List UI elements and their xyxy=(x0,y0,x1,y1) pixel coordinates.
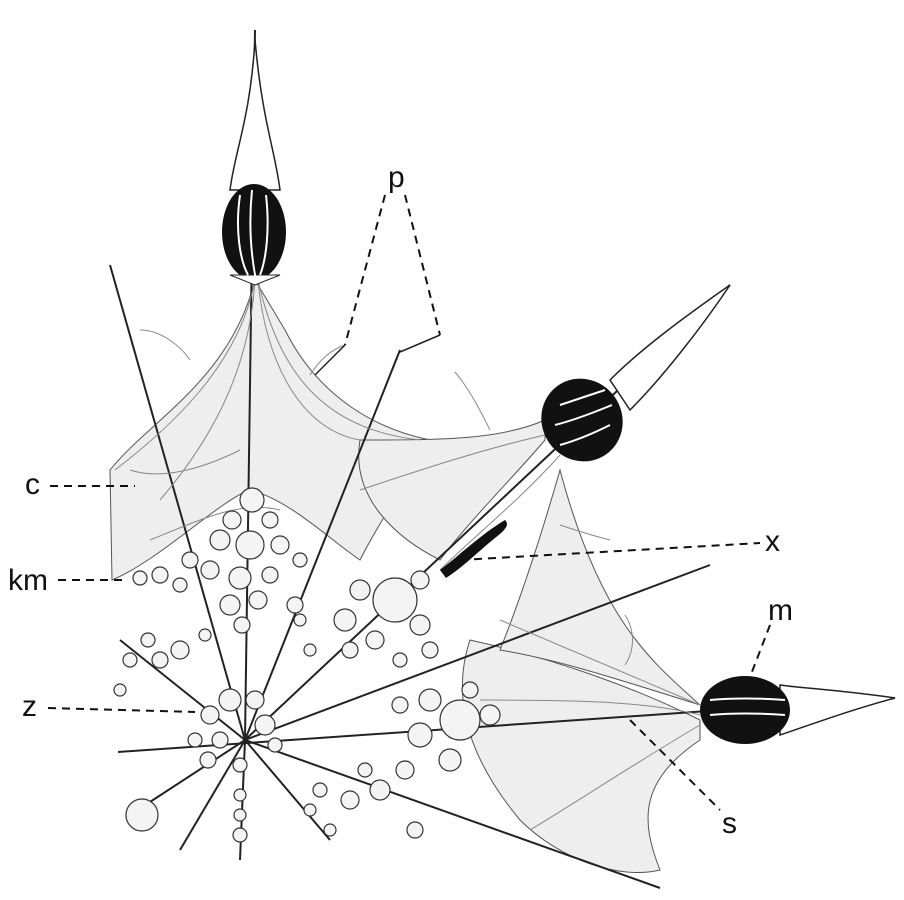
leader-x xyxy=(460,543,760,560)
leader-p-left xyxy=(345,195,385,345)
lower-cone xyxy=(780,685,895,735)
right-membrane xyxy=(359,420,545,560)
lower-myoneme xyxy=(700,676,790,744)
leader-z xyxy=(48,708,195,712)
p-pointers xyxy=(315,335,440,375)
label-m: m xyxy=(768,594,793,627)
label-km: km xyxy=(8,564,48,597)
label-p: p xyxy=(388,161,405,194)
right-cone xyxy=(610,285,730,410)
label-c: c xyxy=(25,468,40,501)
upper-cone xyxy=(230,40,280,190)
upper-left-membrane xyxy=(110,280,430,580)
label-x: x xyxy=(765,525,780,558)
leader-p-right xyxy=(405,195,440,335)
label-s: s xyxy=(722,807,737,840)
label-z: z xyxy=(22,690,37,723)
